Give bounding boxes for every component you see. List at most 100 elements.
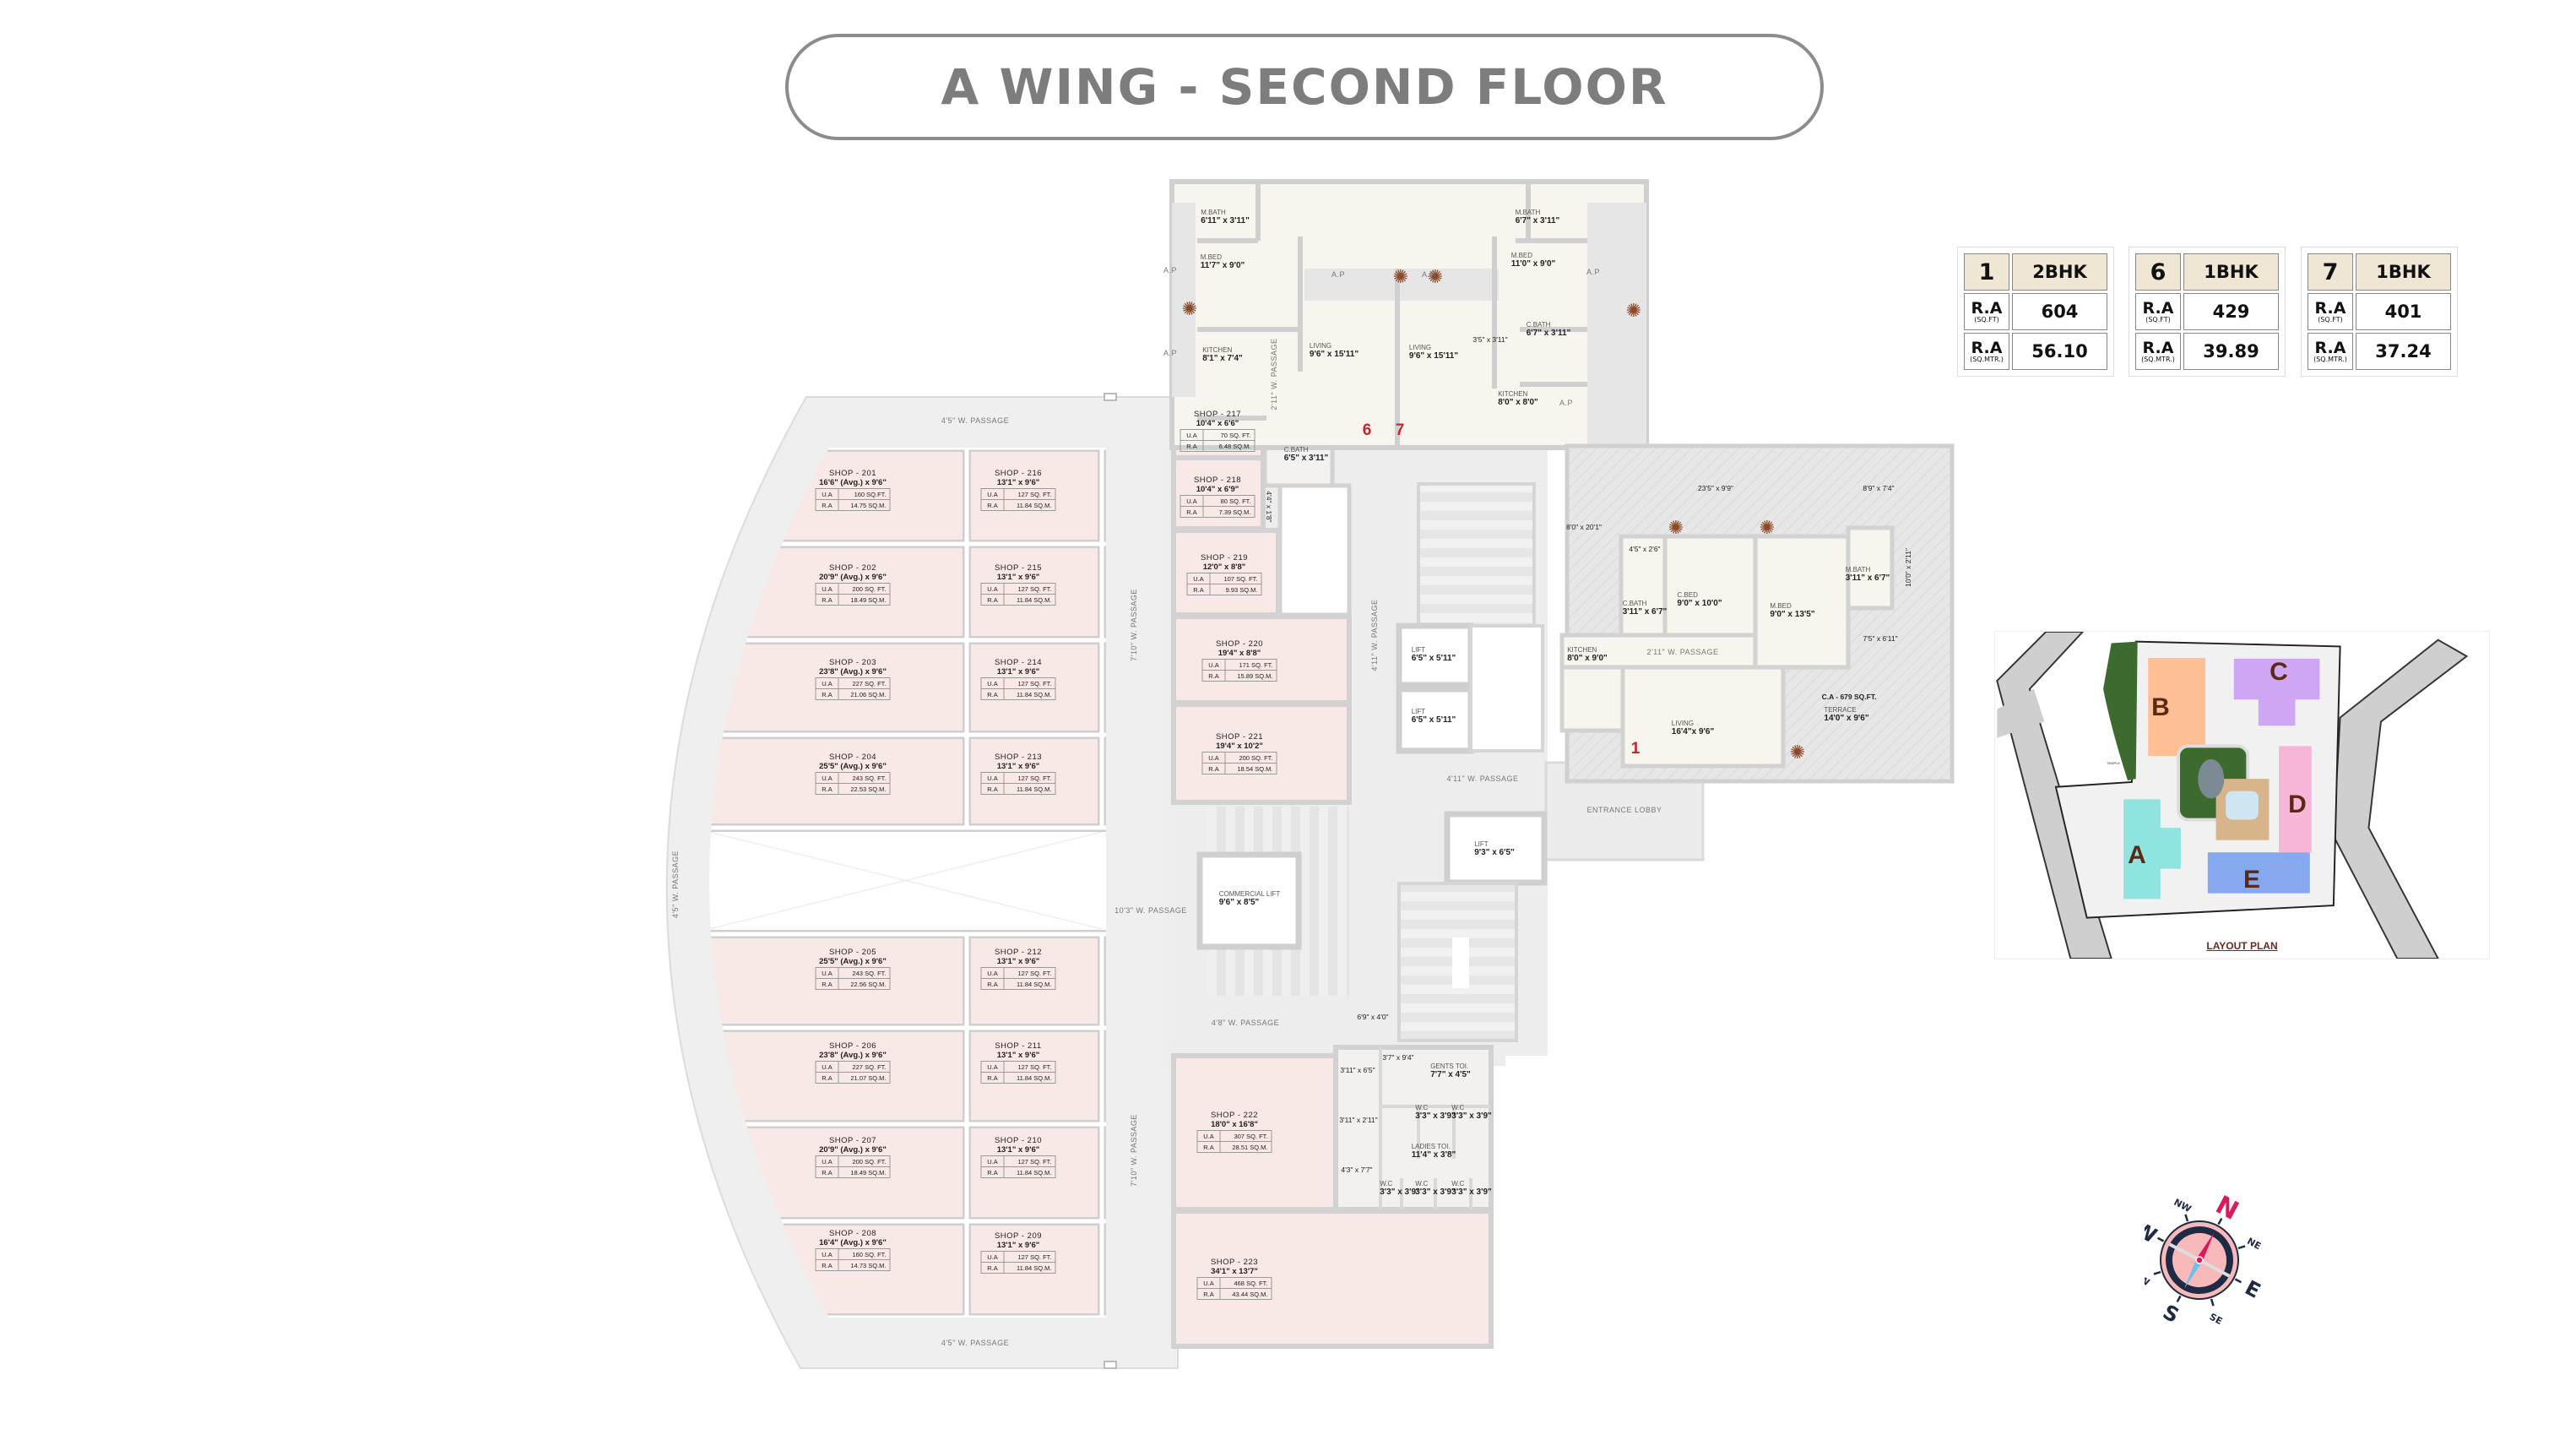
ra-label: R.A <box>1180 506 1204 518</box>
ra-value: 9.93 SQ.M. <box>1209 584 1262 595</box>
ra-value: 22.56 SQ.M. <box>838 978 891 990</box>
shop-name: SHOP - 204 <box>828 753 877 762</box>
shop-name: SHOP - 223 <box>1210 1258 1259 1267</box>
ra-label-cell: R.A(SQ.FT) <box>1964 293 2009 330</box>
room-name: TERRACE <box>1824 706 1857 714</box>
shop-name: SHOP - 216 <box>994 469 1043 478</box>
svg-text:✺: ✺ <box>1668 518 1684 539</box>
ra-value-cell: 39.89 <box>2183 333 2279 370</box>
ra-label-cell: R.A(SQ.FT) <box>2135 293 2181 330</box>
room-dimensions: 9'0" x 10'0" <box>1677 599 1722 608</box>
room-name: C.BATH <box>1526 321 1551 329</box>
shop-name: SHOP - 213 <box>994 753 1043 762</box>
shop-dimensions: 13'1" x 9'6" <box>996 478 1040 487</box>
room-dimensions: 7'5" x 6'11" <box>1863 634 1898 643</box>
ra-value-cell: 56.10 <box>2012 333 2107 370</box>
ua-label: U.A <box>980 1155 1005 1167</box>
shop-name: SHOP - 205 <box>828 948 877 957</box>
ra-label-cell: R.A(SQ.MTR.) <box>2135 333 2181 370</box>
shop-dimensions: 13'1" x 9'6" <box>996 667 1040 677</box>
room-name: M.BED <box>1200 253 1223 261</box>
ra-label: R.A <box>815 688 839 700</box>
layout-plan-title: LAYOUT PLAN <box>2206 940 2278 952</box>
room-label: 3'11" x 6'5" <box>1340 1066 1375 1074</box>
room-label: 8'9" x 7'4" <box>1863 484 1894 492</box>
passage-label: 4'11" W. PASSAGE <box>1370 599 1379 671</box>
compass-nw: NW <box>2172 1197 2193 1215</box>
compass-w: W <box>2145 1217 2161 1248</box>
shop-name: SHOP - 210 <box>994 1136 1043 1145</box>
room-dimensions: 6'5" x 5'11" <box>1411 654 1456 663</box>
room-name: LIVING <box>1309 342 1332 350</box>
ra-unit: (SQ.FT) <box>2145 315 2171 323</box>
ua-label: U.A <box>980 583 1005 595</box>
shop-name: SHOP - 206 <box>828 1041 877 1051</box>
shop-name: SHOP - 222 <box>1210 1111 1259 1120</box>
room-label: LADIES TOI.11'4" x 3'8" <box>1412 1143 1456 1160</box>
room-dimensions: 16'4"x 9'6" <box>1671 727 1715 736</box>
passage-label: A.P <box>1331 270 1346 279</box>
room-dimensions: 7'7" x 4'5" <box>1430 1070 1471 1079</box>
passage-label: A.P <box>1163 266 1178 274</box>
ua-label: U.A <box>815 1061 839 1073</box>
room-name: M.BED <box>1510 252 1533 259</box>
ra-value: 18.49 SQ.M. <box>838 594 891 606</box>
ra-value: 14.73 SQ.M. <box>838 1259 891 1271</box>
shop-name: SHOP - 218 <box>1193 476 1242 485</box>
room-dimensions: 3'11" x 6'7" <box>1845 573 1890 583</box>
ra-value: 11.84 SQ.M. <box>1003 688 1056 700</box>
svg-text:✺: ✺ <box>1760 518 1775 539</box>
room-label: 23'5" x 9'9" <box>1698 484 1733 492</box>
ra-label: R.A <box>980 783 1005 795</box>
wing-label: D <box>2288 791 2307 818</box>
room-name: LADIES TOI. <box>1411 1143 1451 1150</box>
passage-label: 4'8" W. PASSAGE <box>1211 1019 1280 1027</box>
passage-label: 2'11" W. PASSAGE <box>1646 648 1719 656</box>
room-name: M.BATH <box>1515 209 1541 216</box>
ua-value: 127 SQ. FT. <box>1003 1061 1056 1073</box>
ra-unit: (SQ.MTR.) <box>1970 355 2004 363</box>
ra-value: 11.84 SQ.M. <box>1003 499 1056 511</box>
ra-value: 18.49 SQ.M. <box>838 1166 891 1178</box>
ra-label: R.A <box>1196 1141 1221 1153</box>
room-dimensions: 11'0" x 9'0" <box>1510 259 1556 269</box>
ra-unit: (SQ.MTR.) <box>2141 355 2175 363</box>
room-dimensions: 3'3" x 3'9" <box>1451 1187 1492 1197</box>
ra-value: 43.44 SQ.M. <box>1219 1288 1272 1300</box>
room-name: LIFT <box>1474 840 1489 848</box>
shop-name: SHOP - 203 <box>828 658 877 667</box>
svg-text:✺: ✺ <box>1428 267 1443 288</box>
compass-rose: N S E W NE NW SE SW <box>2130 1190 2313 1351</box>
ra-label: R.A <box>815 499 839 511</box>
ua-value: 171 SQ. FT. <box>1224 659 1277 671</box>
ua-label: U.A <box>815 488 839 500</box>
svg-text:✺: ✺ <box>1626 301 1641 322</box>
